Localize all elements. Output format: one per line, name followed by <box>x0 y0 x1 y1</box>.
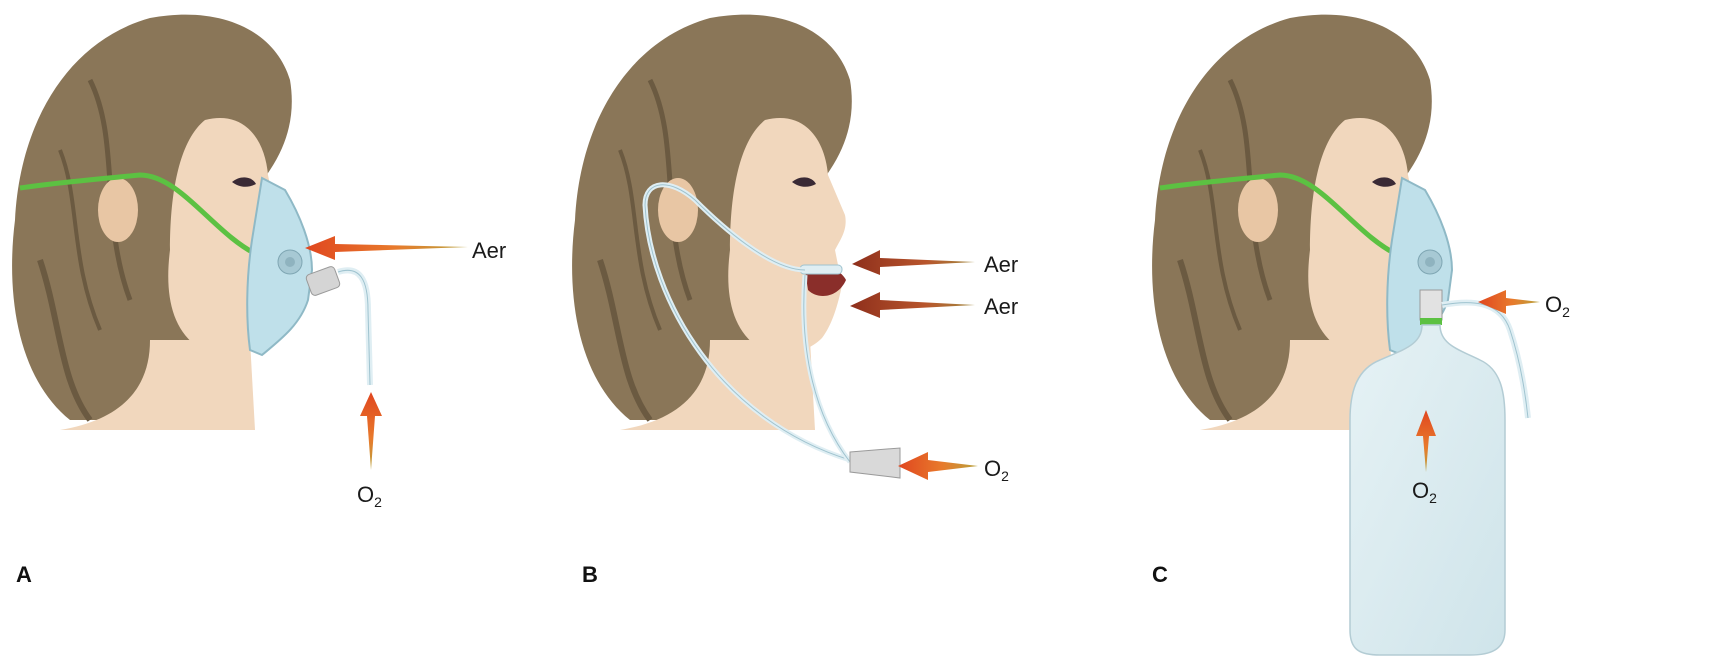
panel-letter-c: C <box>1152 562 1168 588</box>
panel-letter-b: B <box>582 562 598 588</box>
air-arrow-upper <box>852 250 975 275</box>
oxygen-label-b: O2 <box>984 456 1009 484</box>
air-label-upper: Aer <box>984 252 1018 278</box>
green-ring <box>1420 318 1442 325</box>
ear <box>98 178 138 242</box>
oxygen-arrow-b <box>898 452 978 480</box>
patient-illustration-c <box>1140 0 1725 663</box>
reservoir-connector <box>1420 290 1442 320</box>
air-arrow-lower <box>850 292 975 318</box>
oxygen-label-bag: O2 <box>1412 478 1437 506</box>
panel-b: Aer Aer O2 B <box>560 0 1140 663</box>
oxygen-arrow-a <box>360 392 382 470</box>
oxygen-tube <box>338 270 370 385</box>
panel-letter-a: A <box>16 562 32 588</box>
patient-illustration-a <box>0 0 560 663</box>
oxygen-label-a: O2 <box>357 482 382 510</box>
air-label-lower: Aer <box>984 294 1018 320</box>
ear <box>1238 178 1278 242</box>
patient-illustration-b <box>560 0 1140 663</box>
oxygen-label-right: O2 <box>1545 292 1570 320</box>
air-arrow-a <box>305 236 468 260</box>
panel-a: Aer O2 A <box>0 0 560 663</box>
oxygen-arrow-right <box>1478 290 1540 314</box>
panel-c: O2 O2 C <box>1140 0 1725 663</box>
cannula-connector <box>850 448 900 478</box>
air-label-a: Aer <box>472 238 506 264</box>
nasal-prongs <box>800 265 842 274</box>
